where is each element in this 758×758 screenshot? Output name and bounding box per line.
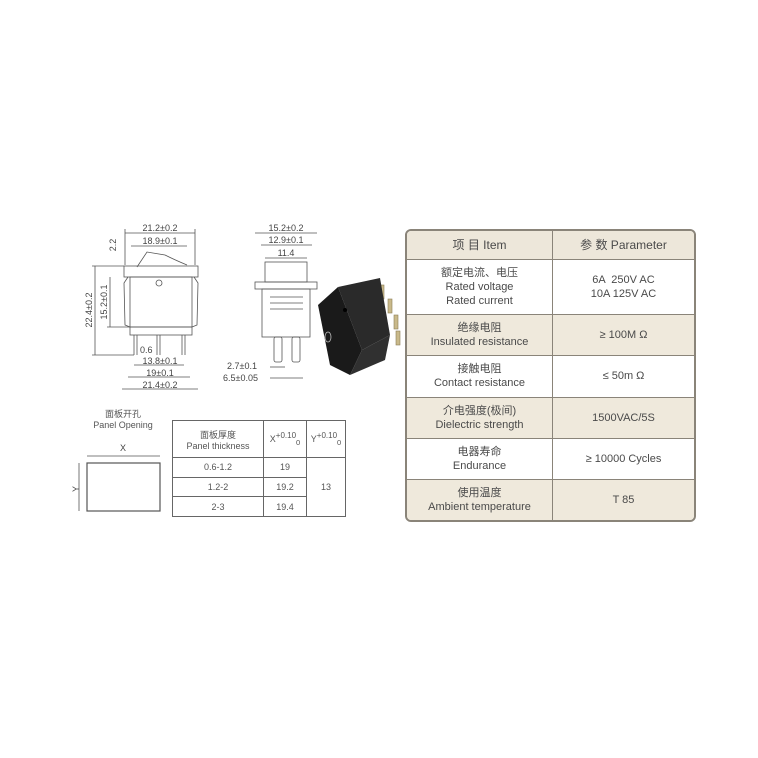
- dim-label: 2.7±0.1: [227, 361, 257, 371]
- header-x-tol: +0.10: [275, 431, 297, 441]
- dim-label: 12.9±0.1: [269, 235, 304, 245]
- param-value: 6A 250V AC: [592, 273, 655, 286]
- spec-row: 介电强度(极间)Dielectric strength 1500VAC/5S: [407, 396, 694, 439]
- side-view-drawing: 15.2±0.2 12.9±0.1 11.4 2.7±0.1 6.5±0.05: [223, 223, 318, 383]
- param-value: ≤ 50m Ω: [552, 355, 694, 398]
- front-view-drawing: 21.2±0.2 18.9±0.1 2.2 22.4±0.2 15.2±0.1 …: [84, 223, 199, 390]
- cell-thickness: 1.2-2: [172, 476, 264, 498]
- param-value: 10A 125V AC: [590, 287, 657, 300]
- item-cn: 额定电流、电压: [441, 266, 518, 279]
- panel-opening-title: 面板开孔 Panel Opening: [88, 409, 158, 431]
- header-parameter: 参 数 Parameter: [552, 231, 694, 260]
- dim-label: 15.2±0.1: [99, 285, 109, 320]
- item-en: Rated voltage: [445, 280, 514, 293]
- dim-label: 0.6: [140, 345, 153, 355]
- item-en: Insulated resistance: [430, 336, 529, 349]
- header-thickness-en: Panel thickness: [186, 440, 250, 451]
- panel-y-label: Y: [72, 486, 81, 492]
- param-value: ≥ 100M Ω: [552, 314, 694, 357]
- dim-label: 2.2: [108, 239, 118, 252]
- item-en: Rated current: [446, 294, 513, 307]
- param-value: T 85: [552, 479, 694, 520]
- dim-label: 19±0.1: [146, 368, 173, 378]
- dim-label: 11.4: [278, 248, 295, 258]
- dim-label: 6.5±0.05: [223, 373, 258, 383]
- header-y: Y: [310, 434, 317, 445]
- cell-x: 19.4: [263, 496, 307, 517]
- rocker-switch-photo: [318, 278, 401, 375]
- item-en: Endurance: [452, 460, 507, 473]
- spec-header-row: 项 目 Item 参 数 Parameter: [407, 231, 694, 260]
- item-cn: 介电强度(极间): [442, 404, 517, 417]
- header-y-tol-low: 0: [337, 437, 342, 447]
- dim-label: 18.9±0.1: [143, 236, 178, 246]
- cell-thickness: 0.6-1.2: [172, 457, 264, 478]
- dim-label: 21.4±0.2: [143, 380, 178, 390]
- header-y-tol: +0.10: [316, 431, 338, 441]
- panel-opening-title-en: Panel Opening: [93, 420, 153, 430]
- item-cn: 电器寿命: [457, 446, 502, 459]
- dim-label: 21.2±0.2: [143, 223, 178, 233]
- cell-x: 19: [263, 457, 307, 478]
- header-thickness-cn: 面板厚度: [199, 429, 236, 440]
- cell-y: 13: [306, 457, 346, 517]
- dim-label: 15.2±0.2: [269, 223, 304, 233]
- panel-opening-title-cn: 面板开孔: [104, 409, 141, 419]
- item-cn: 接触电阻: [457, 363, 502, 376]
- item-cn: 绝缘电阻: [457, 322, 502, 335]
- header-x-tol-low: 0: [296, 437, 301, 447]
- cell-x: 19.2: [263, 476, 307, 498]
- item-en: Dielectric strength: [435, 418, 524, 431]
- cell-thickness: 2-3: [172, 496, 264, 517]
- panel-x-label: X: [120, 443, 126, 453]
- item-en: Contact resistance: [433, 377, 526, 390]
- param-value: ≥ 10000 Cycles: [552, 437, 694, 481]
- header-x: X: [269, 434, 276, 445]
- dim-label: 22.4±0.2: [84, 293, 94, 328]
- dim-label: 13.8±0.1: [143, 356, 178, 366]
- panel-opening-diagram: X Y: [72, 443, 161, 512]
- item-en: Ambient temperature: [428, 501, 531, 514]
- param-value: 1500VAC/5S: [552, 396, 694, 439]
- item-cn: 使用温度: [457, 487, 502, 500]
- header-item: 项 目 Item: [407, 231, 553, 260]
